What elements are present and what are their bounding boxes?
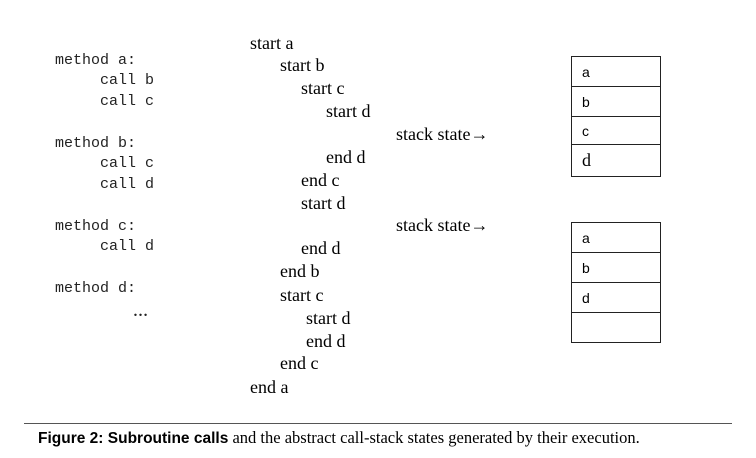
stack-cell: b bbox=[572, 87, 660, 117]
stack-cell: a bbox=[572, 57, 660, 87]
method-d-label: method d: bbox=[55, 280, 137, 297]
trace-line: end c bbox=[301, 170, 340, 190]
stack-cell: d bbox=[572, 283, 660, 313]
call-line: call b bbox=[100, 72, 155, 89]
caption-text: and the abstract call-stack states gener… bbox=[228, 428, 640, 447]
stack-state-label: stack state→ bbox=[396, 215, 489, 235]
stack-diagram-2: a b d bbox=[571, 222, 661, 343]
trace-line: end c bbox=[280, 353, 319, 373]
call-line: call d bbox=[100, 238, 155, 255]
trace-line: start b bbox=[280, 55, 325, 75]
call-line: call d bbox=[100, 176, 155, 193]
trace-line: end d bbox=[301, 238, 341, 258]
method-b-label: method b: bbox=[55, 135, 137, 152]
trace-line: start c bbox=[301, 78, 345, 98]
method-d-ellipsis: … bbox=[133, 304, 148, 320]
method-c-label: method c: bbox=[55, 218, 137, 235]
trace-line: end a bbox=[250, 377, 289, 397]
trace-line: start a bbox=[250, 33, 294, 53]
call-line: call c bbox=[100, 93, 155, 110]
trace-line: end d bbox=[326, 147, 366, 167]
trace-line: end d bbox=[306, 331, 346, 351]
trace-line: start d bbox=[306, 308, 351, 328]
trace-line: start d bbox=[301, 193, 346, 213]
call-line: call c bbox=[100, 155, 155, 172]
stack-cell: b bbox=[572, 253, 660, 283]
stack-cell: c bbox=[572, 117, 660, 145]
stack-diagram-1: a b c d bbox=[571, 56, 661, 177]
caption-bold: Figure 2: Subroutine calls bbox=[38, 430, 229, 447]
trace-line: start c bbox=[280, 285, 324, 305]
stack-cell bbox=[572, 313, 660, 342]
trace-line: start d bbox=[326, 101, 371, 121]
stack-state-label: stack state→ bbox=[396, 124, 489, 144]
caption-divider bbox=[24, 423, 732, 424]
trace-line: end b bbox=[280, 261, 320, 281]
stack-cell: d bbox=[582, 150, 591, 170]
method-a-label: method a: bbox=[55, 52, 137, 69]
stack-cell: a bbox=[572, 223, 660, 253]
figure-caption: Figure 2: Subroutine calls and the abstr… bbox=[38, 428, 640, 448]
